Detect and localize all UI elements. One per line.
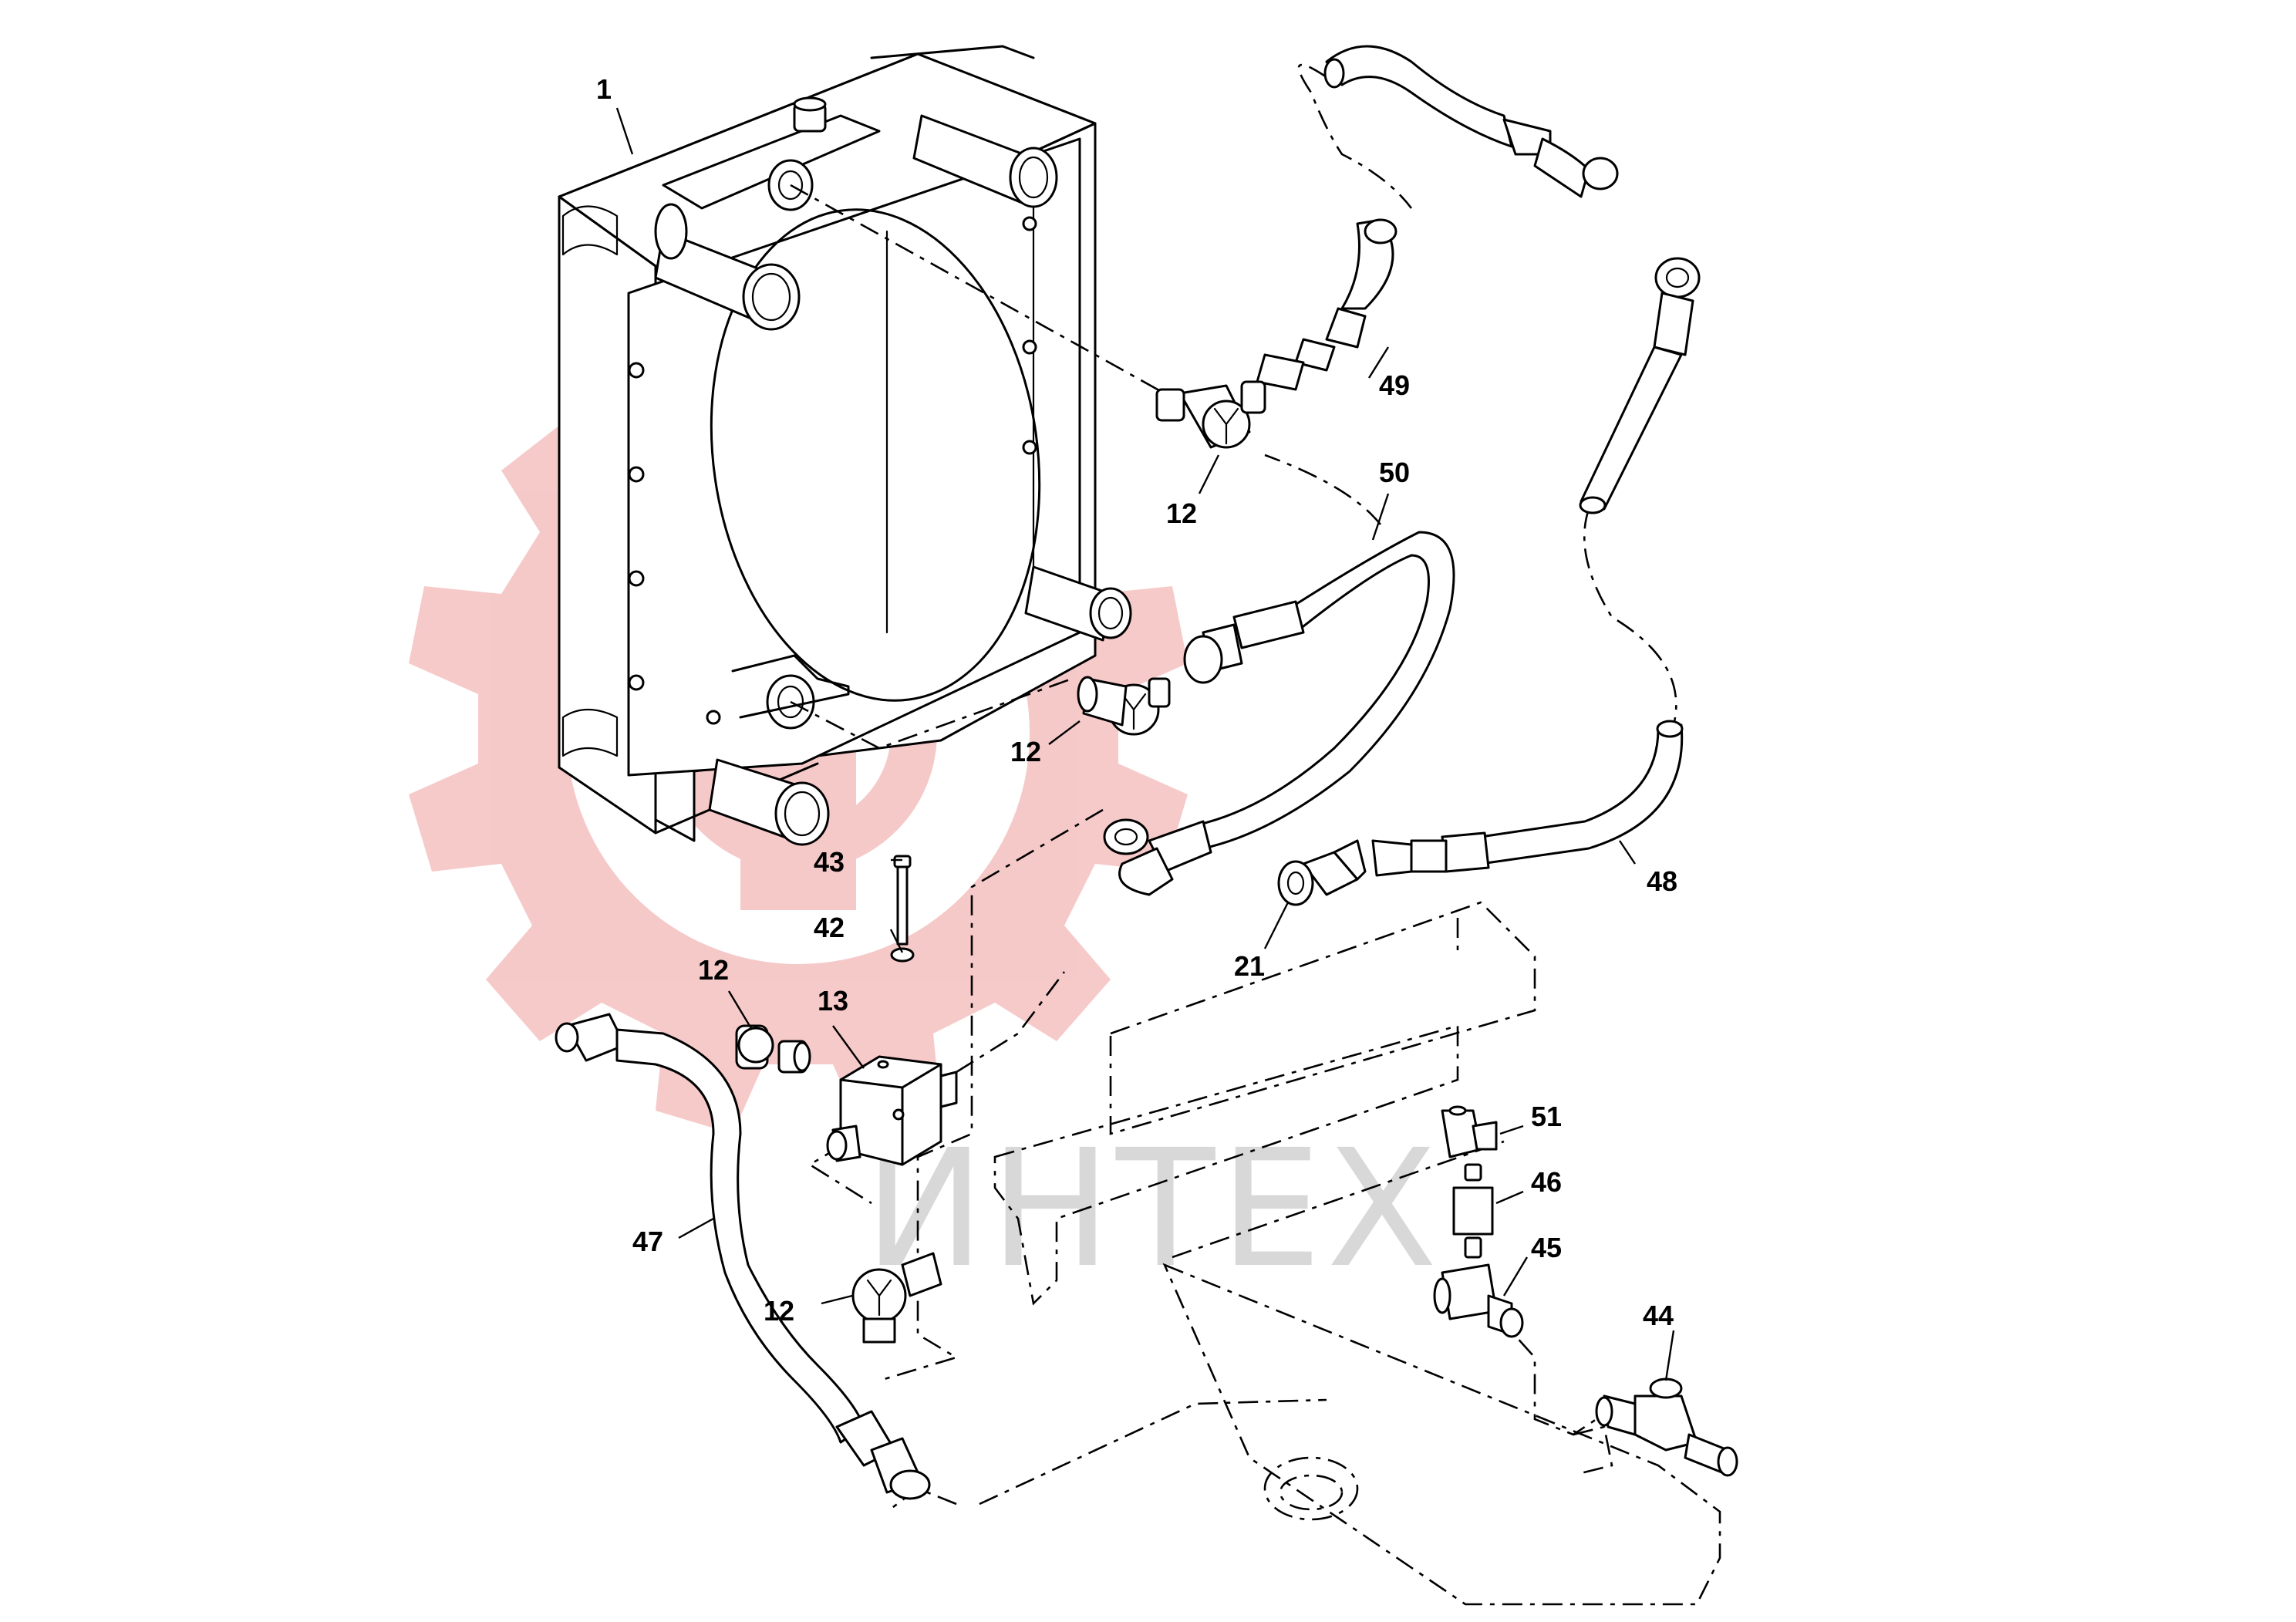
label-elbow-12-bottom: 12 [764, 1295, 794, 1327]
manifold-block-13 [826, 1055, 958, 1166]
hose-50 [1103, 531, 1455, 896]
radiator-lower-pipe-left [708, 758, 830, 846]
flange-bolts [628, 216, 1037, 725]
nipple-46 [1452, 1163, 1494, 1259]
label-adapter-21: 21 [1234, 950, 1265, 982]
elbow-fitting-12-bottom [851, 1252, 942, 1344]
label-block-13: 13 [818, 985, 848, 1017]
label-hose-50: 50 [1379, 457, 1410, 488]
tee-45 [1433, 1263, 1524, 1338]
label-hose-49: 49 [1379, 369, 1410, 401]
label-hose-47: 47 [632, 1226, 663, 1257]
watermark-text: ИНТЕХ [864, 1114, 1442, 1303]
label-washer-42: 42 [814, 912, 845, 943]
radiator-upper-pipe-left [654, 203, 801, 331]
tee-44 [1595, 1378, 1738, 1477]
leader-lines [615, 107, 1675, 1381]
label-hose-48: 48 [1647, 865, 1677, 897]
elbow-fitting-12-top [1155, 380, 1266, 449]
hose-49 [1256, 45, 1619, 391]
elbow-fitting-12-mid [1077, 676, 1171, 736]
bolt-43 [893, 855, 912, 946]
radiator [558, 45, 1132, 846]
label-bolt-43: 43 [814, 846, 845, 878]
label-tee-45: 45 [1531, 1232, 1562, 1263]
label-elbow-51: 51 [1531, 1101, 1562, 1132]
washer-42 [890, 947, 915, 963]
hose-48 [1371, 257, 1701, 877]
adapter-21 [1277, 839, 1367, 906]
mounting-bracket [993, 901, 1721, 1606]
elbow-fitting-12-left [735, 1024, 811, 1074]
label-elbow-12-mid: 12 [1010, 736, 1041, 767]
radiator-upper-pipe-right [912, 114, 1058, 208]
elbow-51 [1441, 1105, 1498, 1158]
label-nipple-46: 46 [1531, 1166, 1562, 1198]
label-elbow-12-top: 12 [1166, 497, 1197, 529]
label-tee-44: 44 [1643, 1300, 1674, 1331]
hose-47 [555, 1013, 931, 1500]
radiator-lower-pipe-right [1024, 565, 1132, 642]
callout-labels: 1 49 12 50 12 48 21 43 42 12 13 47 12 51… [596, 73, 1677, 1331]
label-elbow-12-left: 12 [698, 954, 729, 986]
label-radiator: 1 [596, 73, 612, 105]
